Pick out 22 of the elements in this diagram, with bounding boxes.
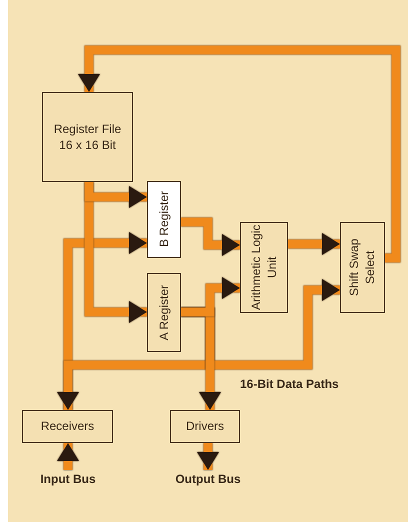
arrow [181,218,240,256]
arrow [57,443,79,470]
arrow [197,443,219,470]
arrow [288,233,340,255]
process-box [340,222,385,313]
process-box [170,410,240,443]
bus-label: Input Bus [40,470,96,488]
box-label: Arithmetic Logic Unit [248,224,280,312]
process-box [42,92,133,182]
caption-label: 16-Bit Data Paths [240,376,339,392]
process-box [22,410,113,443]
box-label: Register File 16 x 16 Bit [52,120,122,154]
box-label: Shift Swap Select [346,238,378,298]
process-box [240,222,288,313]
bus-label: Output Bus [175,470,241,488]
box-label: Drivers [186,418,224,435]
box-label: B Register [156,191,172,248]
box-label: Receivers [40,418,94,435]
process-box [147,181,181,258]
process-box [147,273,181,352]
box-label: A Register [156,284,172,340]
arrow [78,46,400,262]
